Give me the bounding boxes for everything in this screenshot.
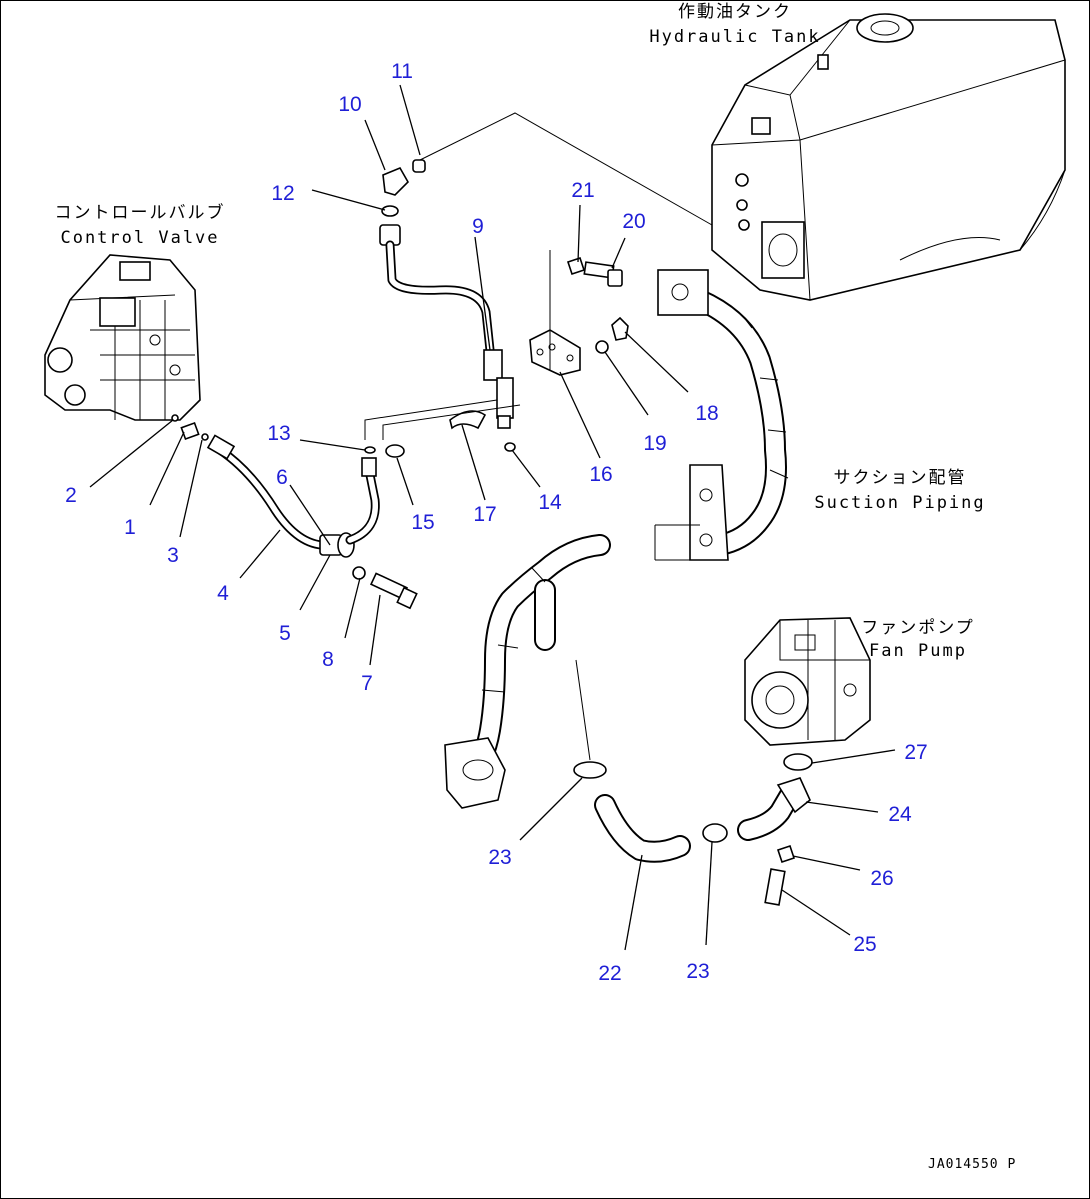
control-valve-jp-label: コントロールバルブ [55,202,226,223]
callout-5: 5 [279,622,291,645]
callout-20: 20 [622,210,645,233]
leader-lines [89,84,896,951]
suction-pipe-lower [444,534,611,809]
callout-7: 7 [361,672,373,695]
callout-12: 12 [271,182,294,205]
callout-8: 8 [322,648,334,671]
callout-2: 2 [65,484,77,507]
control-valve-label: Control Valve [60,228,219,248]
hydraulic-tank [711,13,1066,301]
callout-27: 27 [904,741,927,764]
callout-9: 9 [472,215,484,238]
callout-25: 25 [853,933,876,956]
callout-1: 1 [124,516,136,539]
callout-26: 26 [870,867,893,890]
callout-13: 13 [267,422,290,445]
component-labels: 作動油タンク Hydraulic Tank コントロールバルブ Control … [55,2,1016,1172]
callout-19: 19 [643,432,666,455]
drawing-code: JA014550 P [928,1157,1016,1172]
suction-pipe-upper [657,269,789,561]
control-valve [44,254,201,421]
fittings-1-2-3 [171,414,209,441]
fan-pump [744,617,871,746]
callout-3: 3 [167,544,179,567]
callout-23a: 23 [488,846,511,869]
hose-4 [206,434,380,558]
callout-16: 16 [589,463,612,486]
callout-6: 6 [276,466,288,489]
callout-23b: 23 [686,960,709,983]
suction-piping-jp-label: サクション配管 [834,468,967,488]
callout-17: 17 [473,503,496,526]
suction-piping-label: Suction Piping [814,493,985,513]
bolt-7 [352,566,418,610]
callout-22: 22 [598,962,621,985]
callout-14: 14 [538,491,562,514]
callout-15: 15 [411,511,434,534]
elbow-10 [381,159,426,217]
callout-21: 21 [571,179,594,202]
hydraulic-tank-label: Hydraulic Tank [649,27,820,47]
hose-22 [573,761,728,863]
fan-pump-jp-label: ファンポンプ [861,618,975,638]
small-parts [364,410,516,458]
callout-11: 11 [391,60,413,83]
hydraulic-tank-jp-label: 作動油タンク [678,2,792,22]
reference-lines [364,112,713,761]
bolt-20 [566,256,629,354]
fan-pump-label: Fan Pump [869,641,967,661]
bracket-16 [529,329,581,376]
callout-numbers: 1 2 3 4 5 6 7 8 9 10 11 12 13 14 15 16 1… [65,60,928,985]
callout-24: 24 [888,803,912,826]
callout-18: 18 [695,402,718,425]
callout-10: 10 [338,93,361,116]
callout-4: 4 [217,582,229,605]
hose-9 [379,224,514,429]
elbow-24 [737,753,813,906]
